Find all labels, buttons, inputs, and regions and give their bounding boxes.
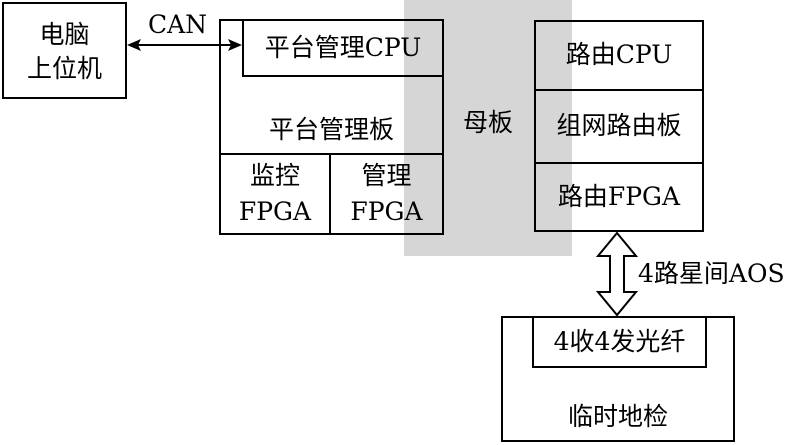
monitor-fpga-label-line1: 监控 — [249, 161, 300, 190]
motherboard-backplane — [404, 0, 572, 256]
manage-fpga-label-line1: 管理 — [361, 161, 412, 190]
platform-cpu-label: 平台管理CPU — [264, 33, 422, 62]
aos-label: 4路星间AOS — [638, 259, 785, 288]
pc-host-label-line1: 电脑 — [39, 20, 90, 49]
manage-fpga-box — [329, 153, 444, 235]
pc-host-box — [2, 2, 127, 99]
can-label: CAN — [148, 10, 208, 39]
router-cpu-label: 路由CPU — [565, 40, 673, 69]
network-router-board-label: 组网路由板 — [556, 111, 682, 140]
platform-board-label: 平台管理板 — [268, 115, 394, 144]
monitor-fpga-label-line2: FPGA — [238, 197, 312, 226]
optical-fiber-label: 4收4发光纤 — [553, 327, 686, 356]
ground-check-label: 临时地检 — [567, 402, 668, 431]
platform-cpu-box — [242, 19, 444, 77]
network-router-board-box — [534, 89, 704, 164]
can-arrow — [127, 39, 242, 51]
pc-host-label-line2: 上位机 — [26, 54, 102, 83]
motherboard-label: 母板 — [462, 108, 513, 137]
manage-fpga-label-line2: FPGA — [350, 197, 423, 226]
router-fpga-label: 路由FPGA — [557, 182, 681, 211]
aos-arrow — [595, 231, 639, 317]
optical-fiber-box — [532, 316, 707, 368]
